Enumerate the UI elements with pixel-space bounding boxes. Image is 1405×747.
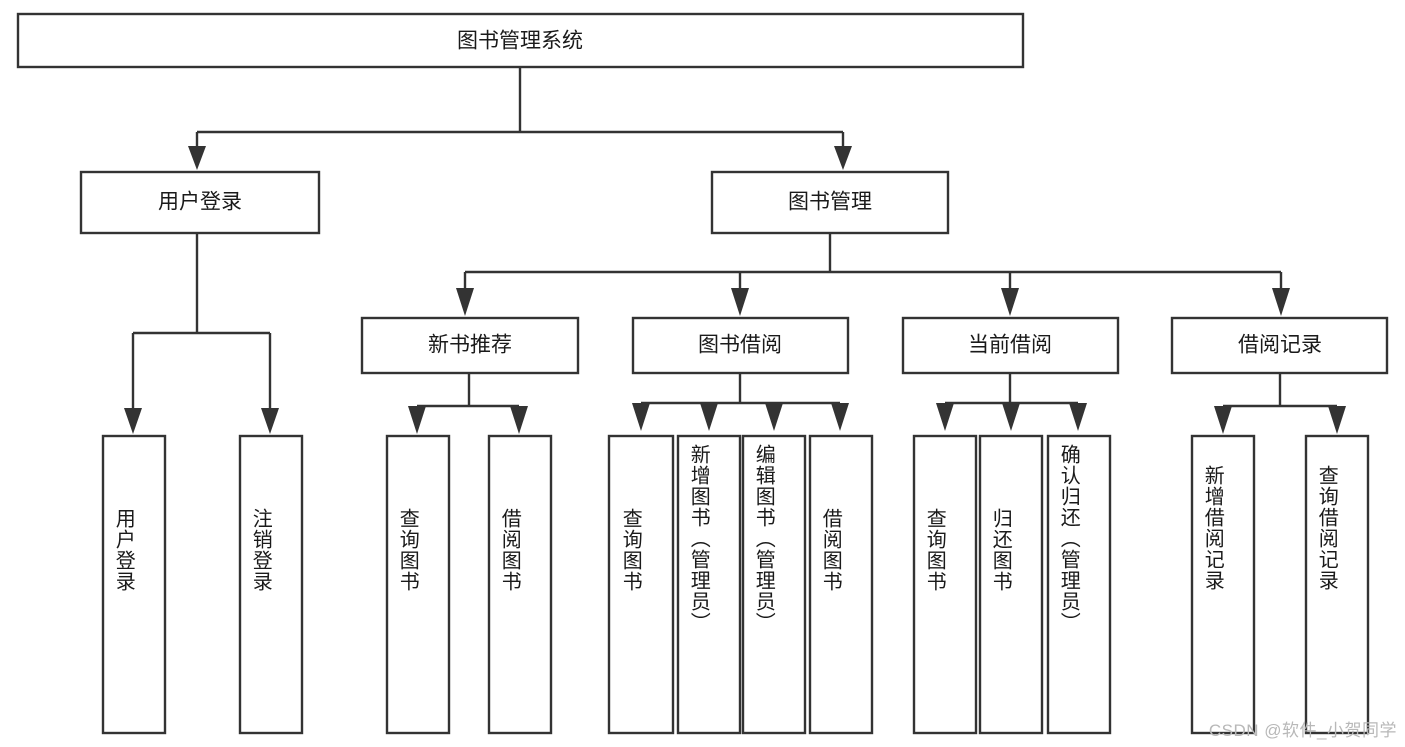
connector-group-new-book-rec [408, 373, 528, 434]
node-book-manage-box[interactable] [710, 170, 950, 235]
arrow-head-leaf-borrow-book-2 [831, 403, 849, 431]
leaf-boxes [101, 434, 1370, 735]
arrow-head-book-borrow [731, 288, 749, 316]
node-leaf-query-book-1-box[interactable] [385, 434, 451, 735]
node-new-book-rec[interactable]: 新书推荐 [360, 316, 580, 375]
arrow-head-leaf-query-book-2 [632, 403, 650, 431]
node-leaf-query-record-box[interactable] [1304, 434, 1370, 735]
node-root-box[interactable] [16, 12, 1025, 69]
node-leaf-user-login-box[interactable] [101, 434, 167, 735]
connector-group-borrow-records [1214, 373, 1346, 434]
node-leaf-add-book-box[interactable] [676, 434, 742, 735]
node-user-login-label: 用户登录 [158, 191, 242, 214]
node-book-borrow[interactable]: 图书借阅 [631, 316, 850, 375]
node-current-borrow-box[interactable] [901, 316, 1120, 375]
node-current-borrow[interactable]: 当前借阅 [901, 316, 1120, 375]
arrow-head-leaf-confirm-return [1069, 403, 1087, 431]
node-leaf-edit-book-box[interactable] [741, 434, 807, 735]
arrow-head-leaf-return-book [1002, 403, 1020, 431]
arrow-head-leaf-query-book-1 [408, 406, 426, 434]
node-new-book-rec-box[interactable] [360, 316, 580, 375]
node-borrow-records-label: 借阅记录 [1238, 334, 1322, 357]
arrow-head-new-book-rec [456, 288, 474, 316]
node-book-borrow-box[interactable] [631, 316, 850, 375]
arrow-head-current-borrow [1001, 288, 1019, 316]
node-user-login[interactable]: 用户登录 [79, 170, 321, 235]
connector-group-current-borrow [936, 373, 1087, 431]
arrow-head-leaf-add-record [1214, 406, 1232, 434]
connector-group-user-login [124, 233, 279, 434]
node-leaf-query-book-2-box[interactable] [607, 434, 675, 735]
node-user-login-box[interactable] [79, 170, 321, 235]
node-leaf-borrow-book-2-box[interactable] [808, 434, 874, 735]
connector-group-book-manage [456, 233, 1290, 316]
arrow-head-borrow-records [1272, 288, 1290, 316]
arrow-head-leaf-query-record [1328, 406, 1346, 434]
node-leaf-add-record-box[interactable] [1190, 434, 1256, 735]
node-book-manage-label: 图书管理 [788, 191, 872, 214]
node-root[interactable]: 图书管理系统 [16, 12, 1025, 69]
arrow-head-leaf-borrow-book-1 [510, 406, 528, 434]
node-current-borrow-label: 当前借阅 [968, 334, 1052, 357]
node-new-book-rec-label: 新书推荐 [428, 334, 512, 357]
arrow-head-book-manage [834, 146, 852, 170]
connector-group-book-borrow [632, 373, 849, 431]
node-book-manage[interactable]: 图书管理 [710, 170, 950, 235]
node-leaf-borrow-book-1-box[interactable] [487, 434, 553, 735]
connector-group-root [188, 67, 852, 170]
node-root-label: 图书管理系统 [457, 30, 583, 53]
arrow-head-leaf-logout [261, 408, 279, 434]
arrow-head-leaf-edit-book [765, 403, 783, 431]
node-borrow-records-box[interactable] [1170, 316, 1389, 375]
node-leaf-confirm-return-box[interactable] [1046, 434, 1112, 735]
node-leaf-logout-box[interactable] [238, 434, 304, 735]
node-leaf-query-book-3-box[interactable] [912, 434, 978, 735]
arrow-head-leaf-query-book-3 [936, 403, 954, 431]
arrow-head-leaf-add-book [700, 403, 718, 431]
node-leaf-return-book-box[interactable] [978, 434, 1044, 735]
watermark-text: CSDN @软件_小贺同学 [1208, 721, 1397, 740]
arrow-head-leaf-user-login [124, 408, 142, 434]
node-borrow-records[interactable]: 借阅记录 [1170, 316, 1389, 375]
node-book-borrow-label: 图书借阅 [698, 334, 782, 357]
arrow-head-user-login [188, 146, 206, 170]
